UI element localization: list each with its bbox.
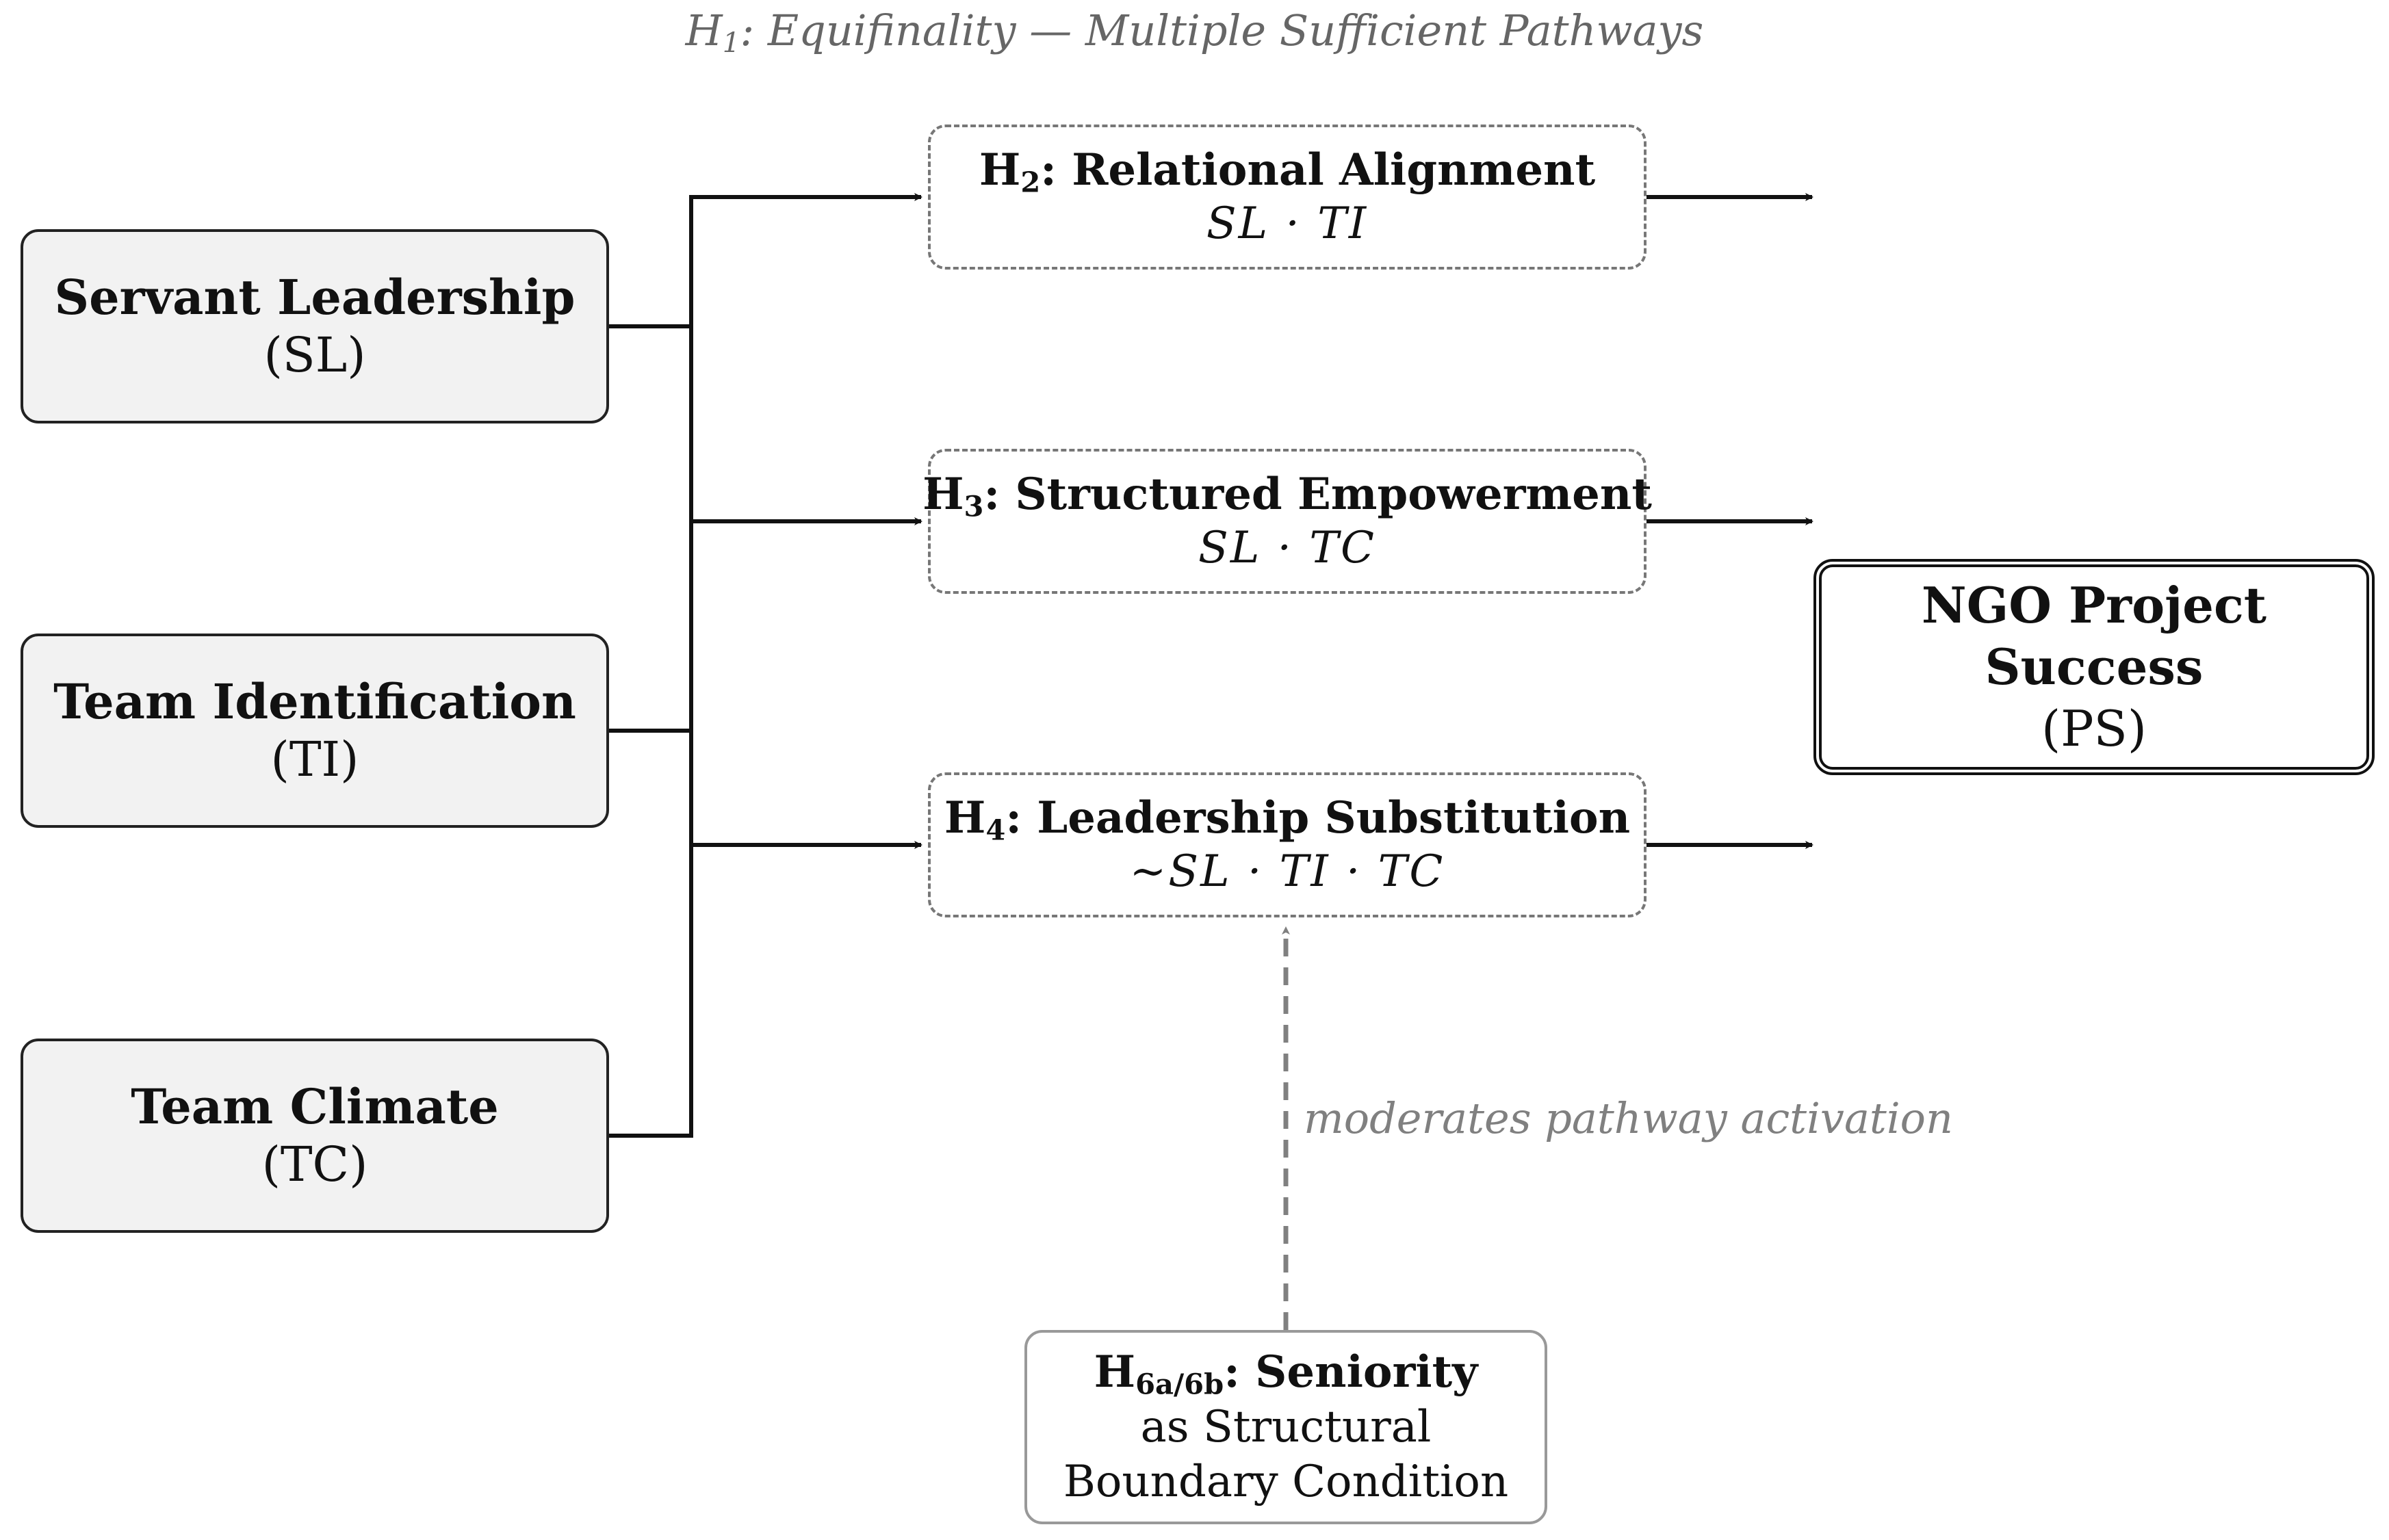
title-hypothesis-subscript: 1	[722, 27, 740, 60]
input-node-abbr: (TI)	[270, 731, 359, 787]
moderator-node-line2: as Structural	[1140, 1402, 1432, 1452]
outcome-node-project-success: NGO Project Success (PS)	[1813, 559, 2375, 775]
pathway-node-title: H4: Leadership Substitution	[944, 792, 1631, 847]
input-node-abbr: (SL)	[263, 327, 366, 383]
pathway-node-title: H3: Structured Empowerment	[922, 468, 1652, 523]
pathway-node-title: H2: Relational Alignment	[979, 144, 1596, 199]
input-node-team-identification: Team Identification (TI)	[21, 634, 609, 828]
title-hypothesis: H	[685, 5, 723, 55]
input-node-servant-leadership: Servant Leadership (SL)	[21, 229, 609, 423]
input-node-name: Servant Leadership	[54, 268, 576, 326]
input-node-name: Team Climate	[131, 1078, 499, 1135]
input-node-abbr: (TC)	[261, 1136, 368, 1192]
input-node-name: Team Identification	[53, 673, 576, 730]
pathway-node-formula: SL · TI	[1206, 198, 1369, 249]
pathway-node-formula: ∼SL · TI · TC	[1129, 846, 1445, 897]
pathway-node-relational-alignment: H2: Relational Alignment SL · TI	[928, 125, 1647, 270]
moderator-node-seniority: H6a/6b: Seniority as Structural Boundary…	[1024, 1330, 1547, 1524]
outcome-node-line1: NGO Project	[1921, 576, 2267, 634]
moderator-node-line3: Boundary Condition	[1063, 1457, 1509, 1507]
diagram-title: H1: Equifinality — Multiple Sufficient P…	[0, 5, 2389, 57]
outcome-node-line2: Success	[1985, 638, 2204, 696]
title-text: : Equifinality — Multiple Sufficient Pat…	[740, 5, 1704, 55]
pathway-node-leadership-substitution: H4: Leadership Substitution ∼SL · TI · T…	[928, 772, 1647, 917]
moderator-node-title: H6a/6b: Seniority	[1094, 1346, 1478, 1401]
pathway-node-formula: SL · TC	[1198, 523, 1377, 573]
outcome-node-abbr: (PS)	[2041, 700, 2147, 757]
pathway-node-structured-empowerment: H3: Structured Empowerment SL · TC	[922, 449, 1652, 594]
moderator-edge-label: moderates pathway activation	[1304, 1093, 1953, 1143]
input-node-team-climate: Team Climate (TC)	[21, 1039, 609, 1233]
